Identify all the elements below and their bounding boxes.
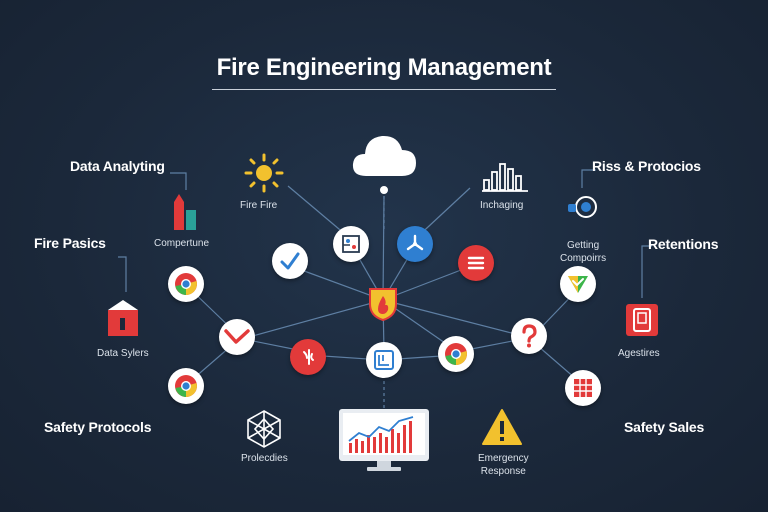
pulse-node[interactable] bbox=[290, 339, 326, 375]
cloud-dot bbox=[380, 186, 388, 194]
shield-check-icon bbox=[568, 276, 588, 293]
caption-agestires: Agestires bbox=[618, 348, 660, 359]
caption-getting-line1: Getting bbox=[566, 240, 600, 251]
label-retentions: Retentions bbox=[648, 236, 719, 252]
building-icon bbox=[108, 300, 138, 336]
caption-emergency-response: Emergency Response bbox=[478, 452, 529, 478]
label-fire-pasics: Fire Pasics bbox=[34, 235, 106, 251]
bar-chart-icon bbox=[482, 163, 528, 192]
label-safety-protocols: Safety Protocols bbox=[44, 419, 152, 435]
chrome-node-center[interactable] bbox=[438, 336, 474, 372]
caption-fire-fire: Fire Fire bbox=[240, 200, 278, 211]
polyhedron-icon bbox=[247, 410, 281, 448]
chrome-icon bbox=[445, 343, 467, 365]
caption-emergency-line2: Response bbox=[480, 466, 526, 477]
caption-emergency-line1: Emergency bbox=[478, 453, 529, 464]
caption-inchaging: Inchaging bbox=[480, 200, 524, 211]
fan-icon bbox=[406, 234, 424, 251]
check-icon bbox=[280, 252, 300, 270]
fire-badge-icon[interactable] bbox=[367, 286, 399, 322]
pulse-icon bbox=[303, 349, 314, 365]
schematic-node[interactable] bbox=[333, 226, 369, 262]
page-title: Fire Engineering Management bbox=[216, 54, 552, 81]
title-underline bbox=[212, 89, 556, 90]
bar-graph-icon bbox=[174, 194, 196, 230]
chrome-icon bbox=[175, 273, 197, 295]
label-data-analyting: Data Analyting bbox=[70, 158, 165, 174]
cloud-icon bbox=[352, 135, 416, 176]
grid-node[interactable] bbox=[565, 370, 601, 406]
grid-icon bbox=[574, 379, 592, 397]
shield-target-icon bbox=[568, 196, 597, 218]
chrome-icon bbox=[175, 375, 197, 397]
mobile-icon bbox=[626, 304, 658, 336]
caption-compertune: Compertune bbox=[154, 238, 210, 249]
chrome-node-bottom[interactable] bbox=[168, 368, 204, 404]
monitor-chart-icon bbox=[339, 409, 429, 471]
caption-prolecdies: Prolecdies bbox=[241, 453, 288, 464]
schematic-icon bbox=[342, 235, 360, 253]
caption-getting-line2: Compoirrs bbox=[560, 253, 607, 264]
menu-node[interactable] bbox=[458, 245, 494, 281]
trend-down-node[interactable] bbox=[219, 319, 255, 355]
warning-icon bbox=[482, 409, 522, 445]
chrome-node-top[interactable] bbox=[168, 266, 204, 302]
label-safety-sales: Safety Sales bbox=[624, 419, 705, 435]
caption-getting: Getting Compoirrs bbox=[560, 239, 606, 265]
question-icon bbox=[522, 324, 537, 348]
diagram-node-center[interactable] bbox=[366, 342, 402, 378]
shield-check-node[interactable] bbox=[560, 266, 596, 302]
question-node[interactable] bbox=[511, 318, 547, 354]
trend-down-icon bbox=[224, 329, 250, 344]
label-riss-protocios: Riss & Protocios bbox=[592, 158, 701, 174]
caption-data-sylers: Data Sylers bbox=[97, 348, 149, 359]
diagram-icon bbox=[374, 350, 394, 370]
sun-icon bbox=[244, 153, 284, 193]
fan-node[interactable] bbox=[397, 226, 433, 262]
check-node[interactable] bbox=[272, 243, 308, 279]
menu-icon bbox=[467, 256, 485, 270]
